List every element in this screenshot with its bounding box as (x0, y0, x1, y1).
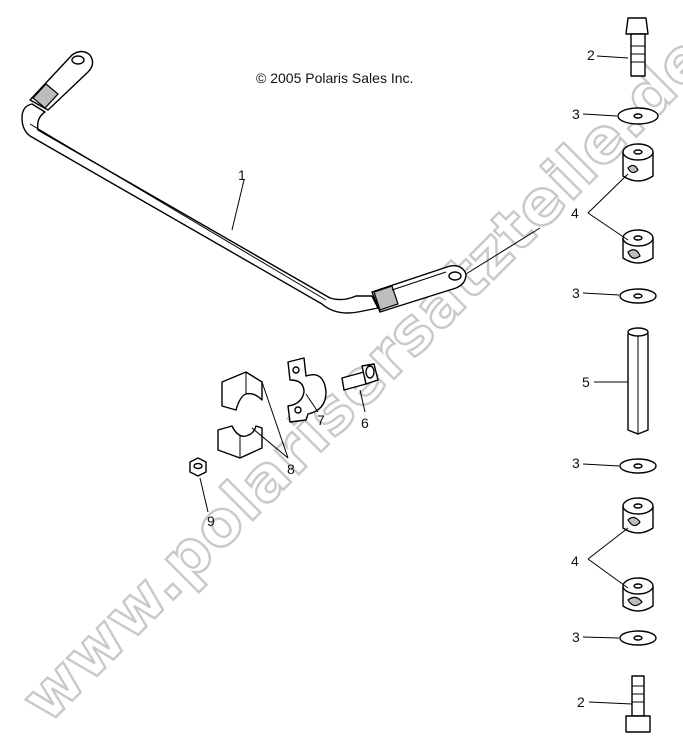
callout-3-c: 3 (572, 455, 580, 471)
callout-3-d: 3 (572, 629, 580, 645)
callout-2-top: 2 (587, 47, 595, 63)
washer-b (619, 288, 657, 304)
callout-6: 6 (361, 415, 369, 431)
washer-a (617, 107, 659, 125)
leader-4-bottom (587, 527, 629, 589)
callout-9: 9 (207, 513, 215, 529)
callout-2-bottom: 2 (577, 694, 585, 710)
callout-4-top: 4 (571, 205, 579, 221)
leader-7 (305, 393, 319, 413)
bolt-bottom (625, 675, 651, 733)
callout-4-bottom: 4 (571, 553, 579, 569)
callout-5: 5 (582, 374, 590, 390)
leader-4-top (587, 173, 629, 241)
clamp-bolt (341, 363, 379, 391)
leader-6 (359, 389, 366, 413)
hex-spacer (627, 327, 649, 435)
callout-1: 1 (238, 167, 246, 183)
leader-3-d (582, 636, 620, 639)
callout-8: 8 (287, 461, 295, 477)
copyright-notice: © 2005 Polaris Sales Inc. (256, 70, 413, 86)
bar-bushing-halves (217, 371, 263, 459)
mounting-clamp (287, 357, 327, 423)
bushing-pair-top (622, 143, 654, 264)
callout-3-b: 3 (572, 285, 580, 301)
washer-d (619, 630, 657, 646)
callout-3-a: 3 (572, 106, 580, 122)
leader-8 (251, 381, 289, 459)
callout-7: 7 (317, 412, 325, 428)
leader-1 (231, 179, 245, 231)
hex-nut (189, 457, 207, 477)
stabilizer-bar (21, 50, 541, 314)
leader-3-a (582, 113, 618, 117)
washer-c (619, 458, 657, 474)
leader-2-bottom (588, 701, 633, 705)
bushing-pair-bottom (622, 497, 654, 612)
leader-9 (199, 477, 209, 513)
leader-2-top (596, 55, 629, 59)
bolt-top (625, 17, 649, 77)
leader-3-c (582, 463, 620, 467)
leader-3-b (582, 292, 620, 296)
